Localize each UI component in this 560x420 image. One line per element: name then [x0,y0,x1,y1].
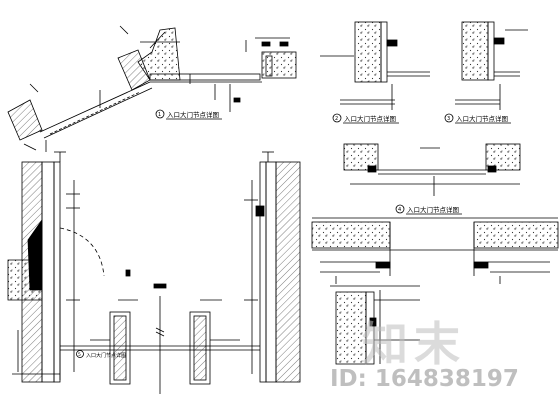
detail-5-title: 入口大门节点详图 [86,352,126,359]
detail-2-small-section [320,21,430,110]
detail-2-title: 入口大门节点详图 [344,114,396,123]
detail-3-title: 入口大门节点详图 [456,114,508,123]
detail-4-marker [395,204,405,214]
detail-5-slab-section [311,217,559,284]
detail-2-marker [332,113,342,123]
detail-1-title: 入口大门节点详图 [167,110,219,119]
detail-3-marker [444,113,454,123]
watermark-id: ID: 164838197 [330,366,519,392]
detail-5-number: 5 [78,352,81,358]
detail-3-small-section [455,21,528,110]
detail-5-marker [76,350,84,358]
detail-6-vertical-section [330,285,420,365]
large-door-elevation [7,151,301,394]
detail-4-title: 入口大门节点详图 [407,205,459,214]
detail-1-number: 1 [158,112,161,118]
detail-3-number: 3 [447,116,450,122]
detail-1-marker [155,109,165,119]
detail-1-angled-section [7,25,297,152]
detail-2-number: 2 [335,116,338,122]
detail-4-number: 4 [398,207,401,213]
watermark-brand: 知末 [362,317,466,371]
detail-4-section [343,143,521,196]
